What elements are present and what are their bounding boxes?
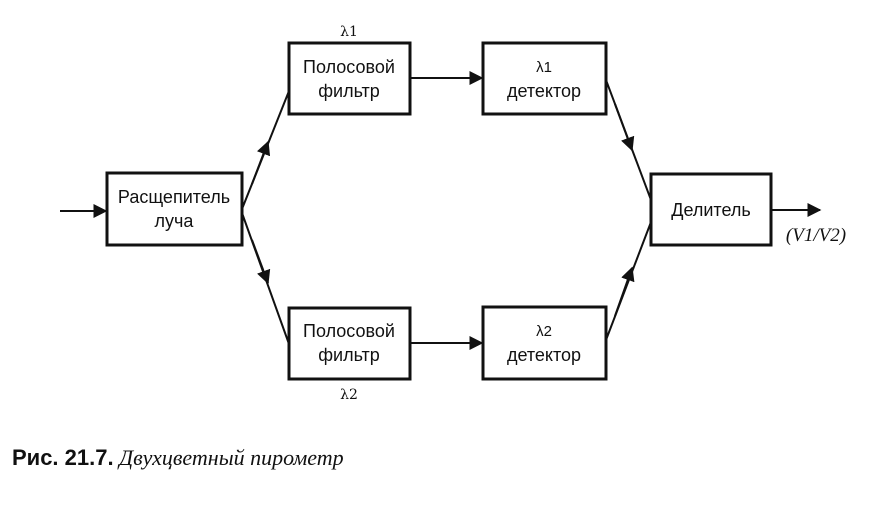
filter-top-label-line2: фильтр [318, 81, 380, 101]
figure-caption: Рис. 21.7. Двухцветный пирометр [12, 445, 344, 471]
detector-top-to-divider-arrow [614, 103, 635, 152]
divider-label: Делитель [671, 200, 751, 220]
detector-bottom-wavelength: λ2 [536, 323, 552, 340]
detector-bottom-label: детектор [507, 345, 581, 365]
detector-bottom-block: λ2 детектор [481, 305, 608, 381]
detector-bottom-to-divider-arrow [614, 266, 635, 317]
filter-top-label-line1: Полосовой [303, 57, 395, 77]
detector-top-block: λ1 детектор [481, 41, 608, 116]
figure-number: Рис. 21.7. [12, 445, 114, 470]
detector-top-wavelength: λ1 [536, 59, 552, 76]
figure-title: Двухцветный пирометр [119, 445, 344, 470]
filter-bottom-wavelength-label: λ2 [340, 387, 358, 403]
splitter-to-bottom-filter-arrow [251, 239, 271, 285]
filter-bottom-label-line2: фильтр [318, 345, 380, 365]
divider-block: Делитель [649, 172, 773, 247]
filter-top-wavelength-label: λ1 [340, 24, 358, 40]
splitter-label-line1: Расщепитель [118, 187, 230, 207]
splitter-to-top-filter-arrow [251, 140, 271, 185]
splitter-label-line2: луча [155, 211, 195, 231]
beam-splitter-block: Расщепитель луча [105, 171, 244, 247]
bandpass-filter-top-block: Полосовой фильтр [287, 41, 412, 116]
bandpass-filter-bottom-block: Полосовой фильтр [287, 306, 412, 381]
detector-bottom-to-divider-line [605, 221, 652, 341]
output-ratio-label: (V1/V2) [786, 225, 846, 246]
filter-bottom-label-line1: Полосовой [303, 321, 395, 341]
detector-top-label: детектор [507, 81, 581, 101]
